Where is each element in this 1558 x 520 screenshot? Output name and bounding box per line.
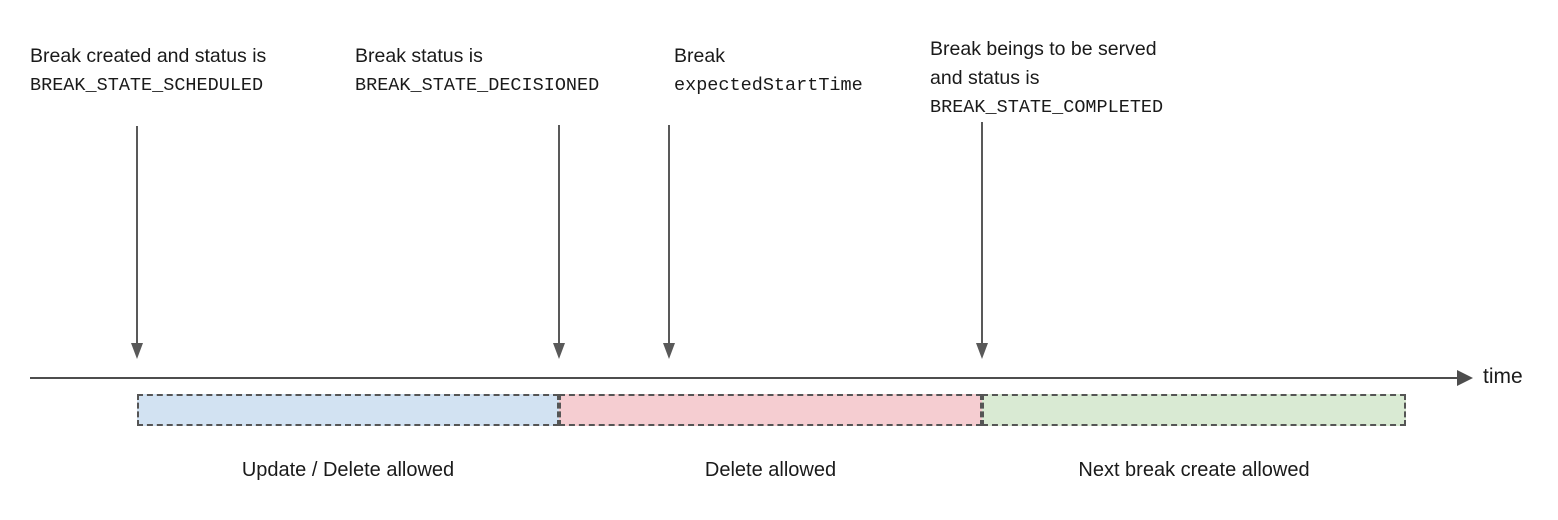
- event-label-break-created: Break created and status is BREAK_STATE_S…: [30, 42, 266, 100]
- arrow-stem: [558, 125, 560, 344]
- event-label-line: BREAK_STATE_SCHEDULED: [30, 75, 264, 96]
- time-axis: [30, 370, 1473, 386]
- event-label-expected-start-time: Break expectedStartTime: [674, 42, 863, 100]
- event-label-line: Break created and status is: [30, 45, 267, 67]
- event-arrow-break-created: [131, 126, 144, 359]
- phase-caption-next-break-create: Next break create allowed: [1078, 459, 1310, 481]
- event-label-break-decisioned: Break status is BREAK_STATE_DECISIONED: [355, 42, 599, 100]
- event-label-line: BREAK_STATE_DECISIONED: [355, 75, 600, 96]
- event-label-line: Break status is: [355, 45, 483, 67]
- arrow-head-icon: [663, 343, 675, 359]
- phase-caption-update-delete: Update / Delete allowed: [241, 459, 455, 481]
- phase-bar-next-break-create: [982, 394, 1406, 426]
- event-label-line: Break beings to be served: [930, 38, 1157, 60]
- arrow-head-icon: [553, 343, 565, 359]
- event-label-line: and status is: [930, 67, 1040, 89]
- arrow-stem: [136, 126, 138, 344]
- event-arrow-break-completed: [976, 122, 989, 359]
- arrow-stem: [981, 122, 983, 344]
- axis-arrow-head-icon: [1457, 370, 1473, 386]
- event-arrow-break-decisioned: [553, 125, 566, 359]
- arrow-stem: [668, 125, 670, 344]
- event-arrow-expected-start-time: [663, 125, 676, 359]
- time-axis-label: time: [1483, 365, 1523, 388]
- event-label-line: BREAK_STATE_COMPLETED: [930, 97, 1164, 118]
- event-label-line: Break: [674, 45, 725, 67]
- axis-line: [30, 377, 1458, 379]
- phase-caption-delete-only: Delete allowed: [704, 459, 837, 481]
- event-label-break-completed: Break beings to be served and status is BR…: [930, 35, 1163, 122]
- arrow-head-icon: [131, 343, 143, 359]
- arrow-head-icon: [976, 343, 988, 359]
- event-label-line: expectedStartTime: [674, 75, 863, 96]
- phase-bar-update-delete: [137, 394, 559, 426]
- phase-bar-delete-only: [559, 394, 982, 426]
